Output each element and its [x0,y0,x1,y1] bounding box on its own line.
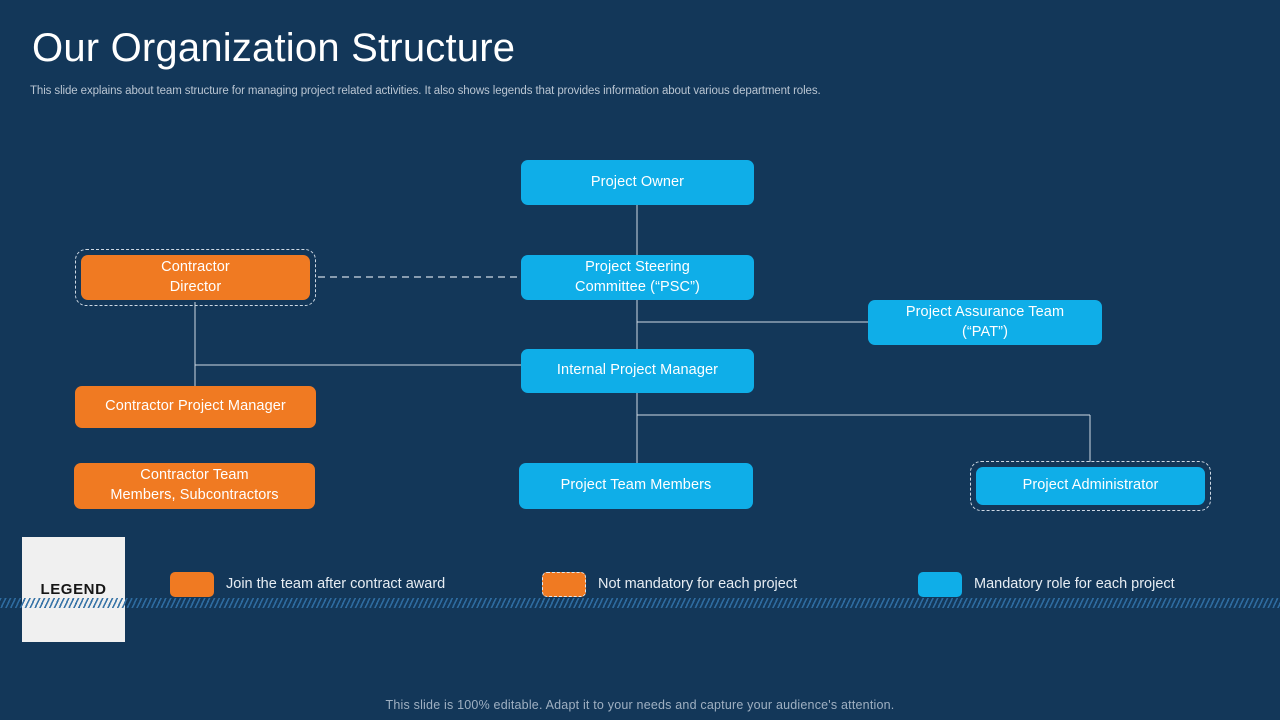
node-label: Project Administrator [1022,477,1159,494]
node-label: Project Assurance Team(“PAT”) [905,303,1065,340]
legend-item-not-mandatory: Not mandatory for each project [542,571,797,597]
legend-title: LEGEND [40,581,107,598]
node-project-owner[interactable]: Project Owner [521,160,754,205]
legend-item-label: Not mandatory for each project [598,576,798,592]
node-project-administrator-wrapper[interactable]: Project Administrator [970,461,1211,511]
decorative-hatch-band [0,598,1280,608]
legend-panel: LEGEND [22,537,125,642]
node-label: Project Owner [590,173,685,190]
page-subtitle: This slide explains about team structure… [30,85,821,97]
node-project-administrator[interactable]: Project Administrator [976,467,1205,505]
page-title: Our Organization Structure [32,26,516,70]
node-project-team-members[interactable]: Project Team Members [519,463,753,509]
node-label: Internal Project Manager [556,362,719,379]
legend-item-join-after-award: Join the team after contract award [170,571,445,597]
legend-swatch-blue [918,571,962,597]
legend-item-label: Join the team after contract award [226,576,446,592]
node-internal-project-manager[interactable]: Internal Project Manager [521,349,754,393]
legend-item-mandatory: Mandatory role for each project [918,571,1175,597]
node-label: Contractor Project Manager [105,398,286,415]
node-project-assurance-team[interactable]: Project Assurance Team(“PAT”) [868,300,1102,345]
legend-item-label: Mandatory role for each project [974,576,1175,592]
legend-swatch-orange [170,571,214,597]
node-contractor-project-manager[interactable]: Contractor Project Manager [75,386,316,428]
node-label: Project Team Members [560,477,712,494]
legend-swatch-orange-dashed [542,571,586,597]
footer-note: This slide is 100% editable. Adapt it to… [385,698,895,712]
